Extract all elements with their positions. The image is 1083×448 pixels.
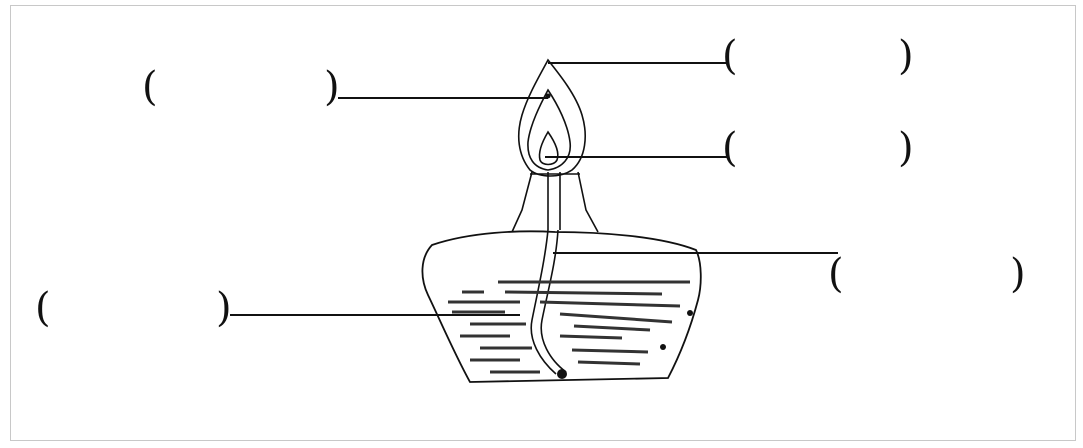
bracket-open: ( — [828, 251, 844, 297]
bracket-open: ( — [35, 285, 51, 331]
bracket-close: ) — [898, 33, 914, 79]
bracket-close: ) — [898, 125, 914, 171]
label-fuel[interactable]: ( ) — [35, 285, 232, 331]
bracket-open: ( — [722, 33, 738, 79]
bracket-close: ) — [324, 64, 340, 110]
bracket-open: ( — [722, 125, 738, 171]
label-wick[interactable]: ( ) — [828, 251, 1026, 297]
flame — [517, 58, 586, 177]
wick — [530, 229, 567, 375]
neck-right — [577, 171, 599, 233]
wick-strand — [540, 229, 567, 373]
bracket-close: ) — [216, 285, 232, 331]
label-flame-core[interactable]: ( ) — [722, 125, 914, 171]
flame-core-shape — [538, 130, 559, 166]
lamp-neck — [511, 171, 599, 233]
spot-marks — [545, 93, 693, 379]
outer-flame-shape — [517, 58, 586, 177]
neck-left — [511, 171, 533, 233]
label-outer-flame[interactable]: ( ) — [722, 33, 914, 79]
label-inner-flame[interactable]: ( ) — [142, 64, 340, 110]
wick-strand — [530, 229, 557, 375]
fuel-liquid — [448, 280, 690, 374]
bracket-open: ( — [142, 64, 158, 110]
inner-flame-shape — [527, 88, 572, 171]
bracket-close: ) — [1010, 251, 1026, 297]
figure-frame — [10, 5, 1076, 441]
